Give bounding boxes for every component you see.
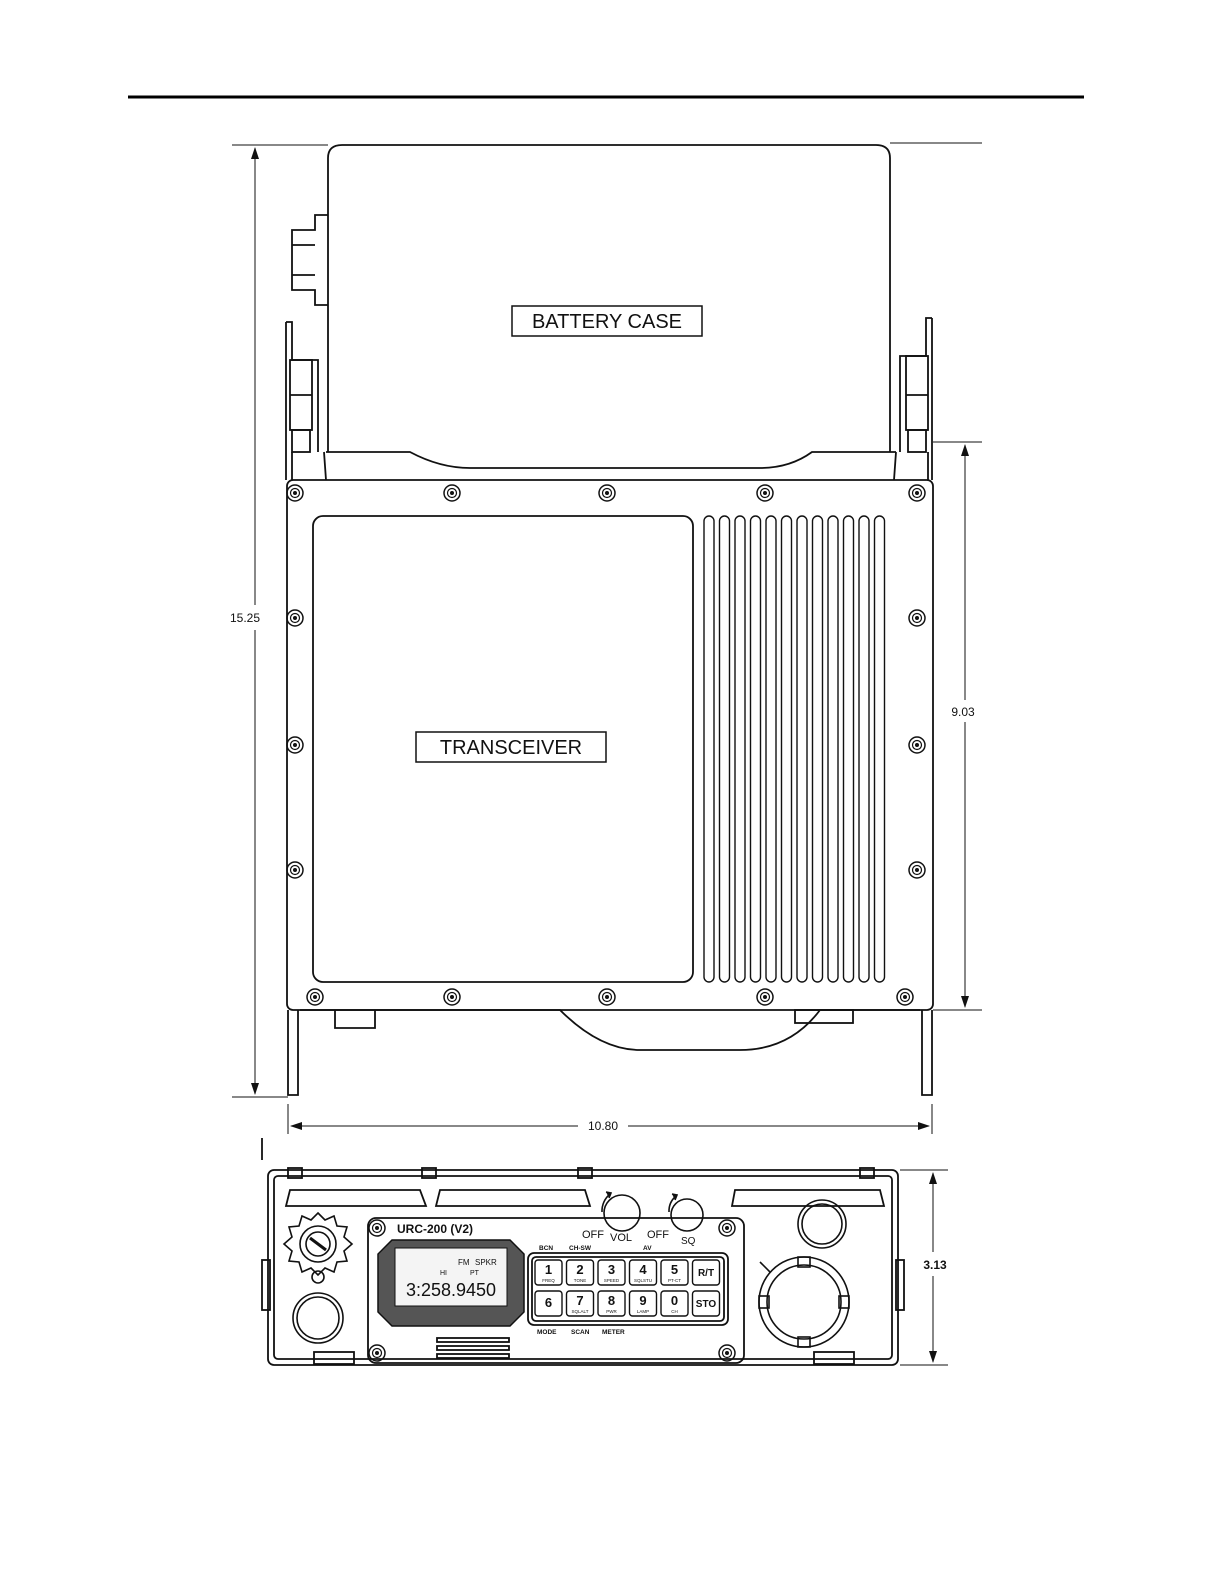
squelch-off-label: OFF: [647, 1229, 669, 1241]
lcd-spkr-indicator: SPKR: [475, 1258, 497, 1267]
overall-height-value: 15.25: [230, 611, 260, 625]
volume-label: VOL: [610, 1232, 632, 1244]
keypad-key-label: 4: [639, 1262, 647, 1277]
chsw-label: CH-SW: [569, 1245, 592, 1252]
keypad-key-sublabel: FREQ: [542, 1278, 555, 1283]
keypad-key-6[interactable]: 6: [535, 1291, 562, 1316]
cooling-fin: [704, 516, 714, 982]
keypad-key-sublabel: CH: [671, 1309, 678, 1314]
data-connector-icon: [759, 1257, 849, 1347]
front-panel-height-value: 3.13: [923, 1258, 947, 1272]
cooling-fin: [782, 516, 792, 982]
scan-label: SCAN: [571, 1329, 590, 1336]
model-label: URC-200 (V2): [397, 1222, 473, 1236]
keypad-key-label: 8: [608, 1293, 615, 1308]
squelch-label: SQ: [681, 1236, 696, 1247]
cooling-fin: [859, 516, 869, 982]
keypad-key-label: R/T: [698, 1268, 714, 1279]
keypad-key-5[interactable]: 5PT-CT: [661, 1260, 688, 1285]
cooling-fin: [828, 516, 838, 982]
cooling-fin: [813, 516, 823, 982]
keypad-key-rt[interactable]: R/T: [693, 1260, 720, 1285]
keypad-key-label: STO: [696, 1299, 717, 1310]
keypad-key-label: 6: [545, 1295, 552, 1310]
keypad-key-sublabel: SQLSTU: [634, 1278, 652, 1283]
meter-label: METER: [602, 1329, 625, 1336]
transceiver-body: [287, 480, 933, 1095]
av-label: AV: [643, 1245, 652, 1252]
antenna-connector-icon: [284, 1213, 352, 1283]
squelch-knob[interactable]: [669, 1194, 703, 1231]
lcd-fm-indicator: FM: [458, 1258, 470, 1267]
keypad-key-sublabel: SPEED: [604, 1278, 620, 1283]
lcd-pt-indicator: PT: [470, 1270, 480, 1277]
mode-label: MODE: [537, 1329, 557, 1336]
cooling-fin: [766, 516, 776, 982]
keypad-key-label: 3: [608, 1262, 615, 1277]
keypad-key-sublabel: SQLALT: [572, 1309, 589, 1314]
keypad-key-sublabel: PT-CT: [668, 1278, 681, 1283]
audio-connector-icon: [293, 1293, 343, 1343]
cooling-fin: [720, 516, 730, 982]
keypad-key-label: 7: [576, 1293, 583, 1308]
cooling-fin: [844, 516, 854, 982]
cooling-fins: [704, 516, 885, 982]
keypad-key-label: 0: [671, 1293, 678, 1308]
keypad-key-sublabel: TONE: [574, 1278, 586, 1283]
keypad-key-sto[interactable]: STO: [693, 1291, 720, 1316]
battery-case-label: BATTERY CASE: [532, 311, 682, 333]
cooling-fin: [751, 516, 761, 982]
volume-knob[interactable]: [602, 1192, 640, 1231]
transceiver-label: TRANSCEIVER: [440, 737, 582, 759]
lcd-frequency: 3:258.9450: [406, 1280, 496, 1300]
lcd-hi-indicator: HI: [440, 1270, 447, 1277]
keypad-key-label: 1: [545, 1262, 552, 1277]
bcn-label: BCN: [539, 1245, 553, 1252]
volume-off-label: OFF: [582, 1229, 604, 1241]
keypad-key-sublabel: PWR: [606, 1309, 617, 1314]
cooling-fin: [797, 516, 807, 982]
transceiver-height-value: 9.03: [951, 705, 975, 719]
power-connector-icon: [798, 1200, 846, 1248]
width-value: 10.80: [588, 1119, 618, 1133]
keypad-key-sublabel: LAMP: [637, 1309, 649, 1314]
keypad-key-label: 9: [639, 1293, 646, 1308]
keypad-key-0[interactable]: 0CH: [661, 1291, 688, 1316]
transceiver-height-dimension: [890, 143, 982, 1010]
keypad-key-label: 5: [671, 1262, 678, 1277]
keypad-key-label: 2: [576, 1262, 583, 1277]
cooling-fin: [875, 516, 885, 982]
cooling-fin: [735, 516, 745, 982]
